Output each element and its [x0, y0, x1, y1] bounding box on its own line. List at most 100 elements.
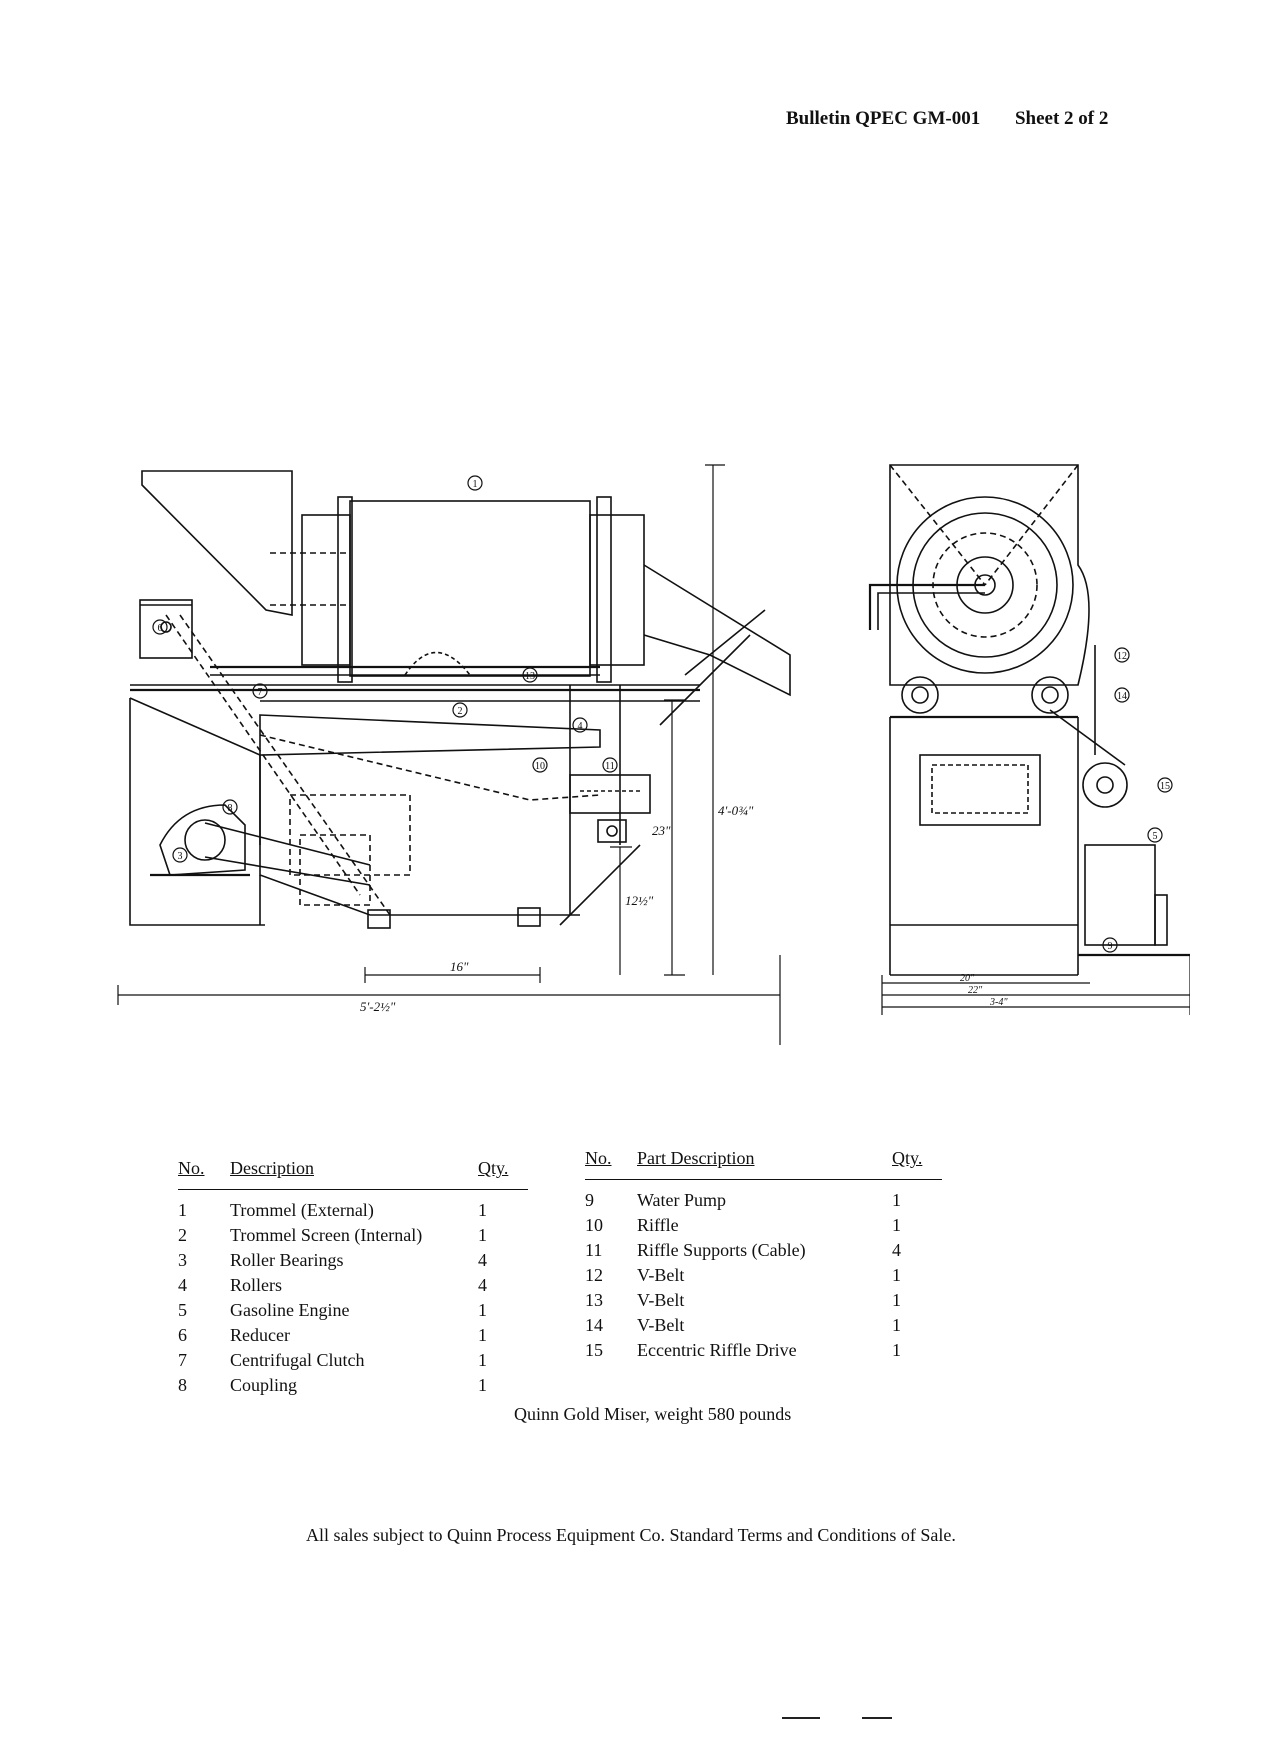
header-qty: Qty. [478, 1158, 528, 1190]
dim-height-total: 4'-0¾" [718, 803, 754, 818]
table-row: 6 Reducer 1 [178, 1323, 528, 1348]
callout-14: 14 [1117, 691, 1127, 702]
part-qty: 1 [892, 1215, 901, 1235]
callout-7: 7 [258, 687, 263, 698]
dim-overall-length: 5'-2½" [360, 999, 396, 1014]
part-qty: 4 [478, 1275, 487, 1295]
parts-table-left: No. Description Qty. 1 Trommel (External)… [178, 1158, 528, 1398]
sheet-number: Sheet 2 of 2 [1014, 108, 1109, 129]
parts-table-right: No. Part Description Qty. 9 Water Pump 1 1… [585, 1148, 942, 1363]
technical-drawing: 1 2 3 4 5 6 7 8 9 10 11 12 13 14 15 5'-2… [110, 455, 1190, 1055]
part-no: 13 [585, 1290, 603, 1310]
part-no: 9 [585, 1190, 594, 1210]
end-dimension-lines [881, 955, 1190, 1015]
part-no: 15 [585, 1340, 603, 1360]
header-no: No. [178, 1158, 230, 1190]
part-description: Trommel Screen (Internal) [230, 1225, 423, 1245]
terms-footer: All sales subject to Quinn Process Equip… [306, 1525, 956, 1545]
part-no: 4 [178, 1275, 187, 1295]
part-qty: 1 [892, 1190, 901, 1210]
table-row: 7 Centrifugal Clutch 1 [178, 1348, 528, 1373]
table-row: 8 Coupling 1 [178, 1373, 528, 1398]
part-no: 8 [178, 1375, 187, 1395]
part-description: V-Belt [637, 1265, 685, 1285]
part-description: Trommel (External) [230, 1200, 374, 1220]
callout-12: 12 [1117, 651, 1127, 662]
table-row: 12 V-Belt 1 [585, 1263, 942, 1288]
callout-markers [152, 475, 1173, 953]
part-qty: 1 [478, 1375, 487, 1395]
callout-11: 11 [605, 761, 615, 772]
part-qty: 1 [892, 1315, 901, 1335]
callout-5: 5 [1153, 831, 1158, 842]
part-description: Rollers [230, 1275, 282, 1295]
callout-2: 2 [458, 706, 463, 717]
part-no: 14 [585, 1315, 603, 1335]
part-description: Roller Bearings [230, 1250, 344, 1270]
dim-width-mid: 22" [968, 985, 983, 996]
figure-caption: Quinn Gold Miser, weight 580 pounds [514, 1404, 792, 1424]
part-qty: 1 [478, 1225, 487, 1245]
part-qty: 1 [892, 1265, 901, 1285]
part-no: 6 [178, 1325, 187, 1345]
part-description: Eccentric Riffle Drive [637, 1340, 797, 1360]
header-no: No. [585, 1148, 637, 1180]
part-description: V-Belt [637, 1315, 685, 1335]
bulletin-number: Bulletin QPEC GM-001 [786, 108, 981, 129]
part-no: 10 [585, 1215, 603, 1235]
table-row: 4 Rollers 4 [178, 1273, 528, 1298]
part-description: Coupling [230, 1375, 298, 1395]
table-row: 14 V-Belt 1 [585, 1313, 942, 1338]
table-row: 9 Water Pump 1 [585, 1188, 942, 1213]
table-row: 10 Riffle 1 [585, 1213, 942, 1238]
part-qty: 1 [892, 1340, 901, 1360]
part-description: Riffle [637, 1215, 679, 1235]
callout-13: 13 [525, 671, 535, 682]
dim-base-length: 16" [450, 959, 469, 974]
part-no: 2 [178, 1225, 187, 1245]
table-row: 2 Trommel Screen (Internal) 1 [178, 1223, 528, 1248]
part-description: Centrifugal Clutch [230, 1350, 365, 1370]
part-description: Water Pump [637, 1190, 727, 1210]
part-no: 3 [178, 1250, 187, 1270]
table-header-row: No. Description Qty. [178, 1158, 528, 1190]
callout-6: 6 [158, 623, 163, 634]
part-no: 11 [585, 1240, 603, 1260]
part-description: Reducer [230, 1325, 290, 1345]
part-qty: 1 [478, 1200, 487, 1220]
dim-width-inner: 20" [960, 973, 975, 984]
dim-width-total: 3-4" [989, 997, 1008, 1008]
callout-9: 9 [1108, 941, 1113, 952]
callout-4: 4 [578, 721, 583, 732]
dim-height-mid: 23" [652, 823, 671, 838]
part-qty: 1 [478, 1350, 487, 1370]
end-elevation [868, 464, 1190, 976]
header-part-description: Part Description [637, 1148, 892, 1180]
callout-10: 10 [535, 761, 545, 772]
part-no: 12 [585, 1265, 603, 1285]
table-header-row: No. Part Description Qty. [585, 1148, 942, 1180]
header-qty: Qty. [892, 1148, 942, 1180]
table-row: 3 Roller Bearings 4 [178, 1248, 528, 1273]
part-description: V-Belt [637, 1290, 685, 1310]
dim-height-low: 12½" [625, 893, 654, 908]
table-row: 11 Riffle Supports (Cable) 4 [585, 1238, 942, 1263]
dimension-lines [117, 464, 781, 1045]
part-no: 7 [178, 1350, 187, 1370]
part-description: Riffle Supports (Cable) [637, 1240, 806, 1260]
callout-8: 8 [228, 803, 233, 814]
part-qty: 4 [892, 1240, 901, 1260]
part-no: 5 [178, 1300, 187, 1320]
part-qty: 1 [892, 1290, 901, 1310]
part-qty: 4 [478, 1250, 487, 1270]
part-description: Gasoline Engine [230, 1300, 350, 1320]
part-qty: 1 [478, 1325, 487, 1345]
table-row: 1 Trommel (External) 1 [178, 1198, 528, 1223]
header-description: Description [230, 1158, 478, 1190]
page-header: Bulletin QPEC GM-001 Sheet 2 of 2 [786, 108, 1108, 130]
side-elevation [129, 470, 791, 929]
callout-1: 1 [473, 479, 478, 490]
part-no: 1 [178, 1200, 187, 1220]
table-row: 13 V-Belt 1 [585, 1288, 942, 1313]
